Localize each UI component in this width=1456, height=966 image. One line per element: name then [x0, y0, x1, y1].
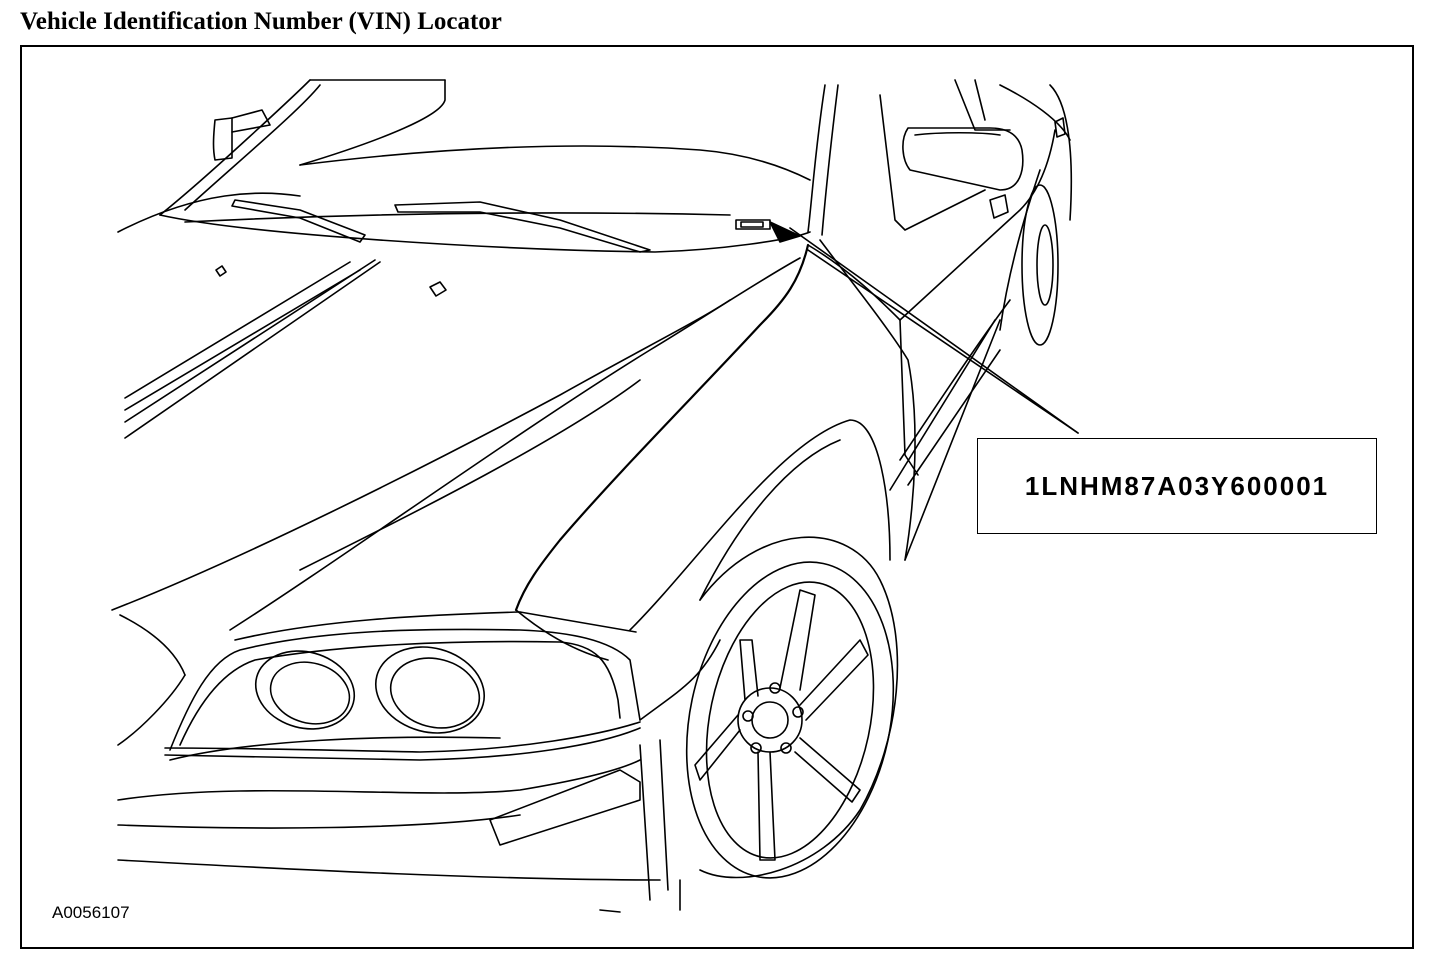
- figure-id: A0056107: [52, 903, 130, 922]
- windshield-and-cowl: [117, 79, 839, 297]
- fender-and-door: [629, 79, 1073, 721]
- front-fascia-and-headlights: [117, 614, 669, 901]
- vin-callout-box: 1LNHM87A03Y600001: [977, 438, 1377, 534]
- front-wheel: [685, 536, 899, 879]
- hood-crease-long: [169, 736, 681, 913]
- leader-lines: [769, 221, 1079, 434]
- diagram-title: Vehicle Identification Number (VIN) Loca…: [20, 8, 502, 35]
- hood: [111, 243, 810, 661]
- vin-number: 1LNHM87A03Y600001: [1024, 470, 1330, 501]
- diagram-frame: [20, 45, 1414, 949]
